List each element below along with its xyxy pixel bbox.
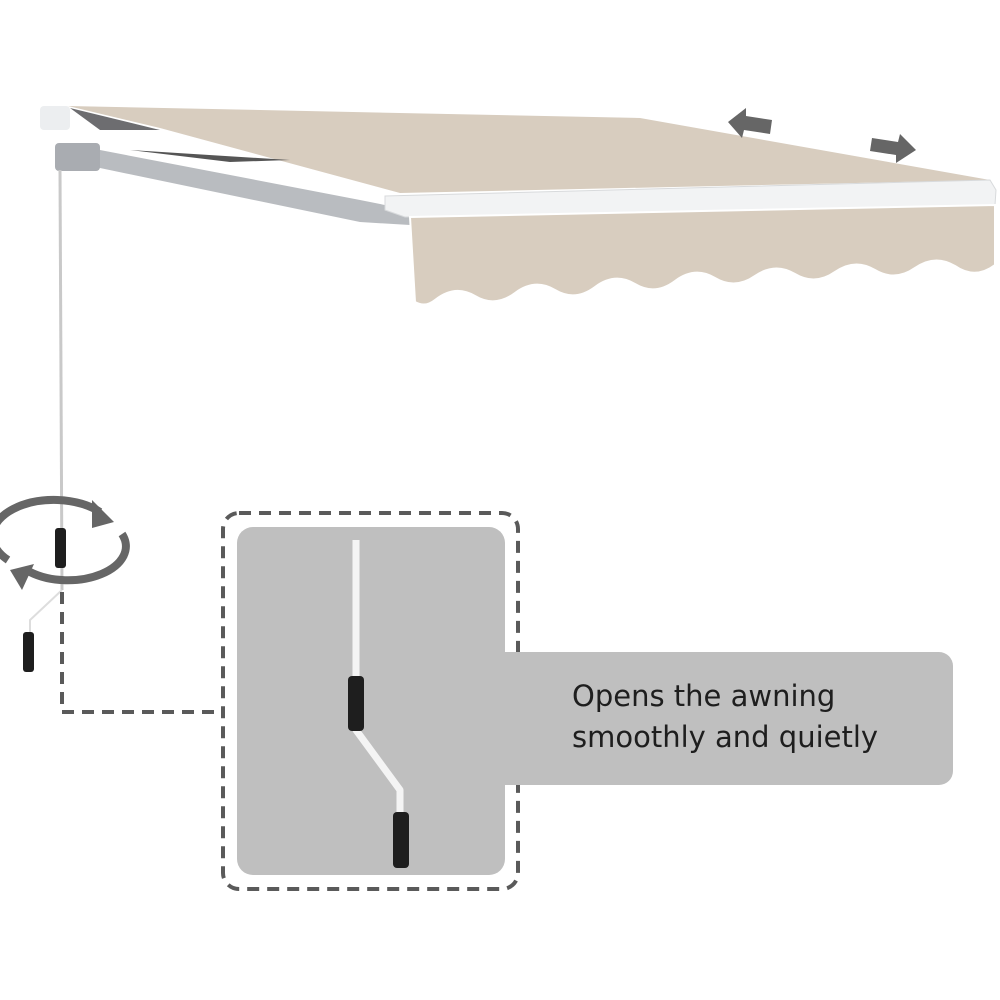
double-arrow-icon [870,134,916,163]
awning-shadow [70,108,160,130]
detail-panel [237,527,505,875]
awning-valance [408,203,996,306]
rotate-arrow-lower [28,531,130,585]
crank-wire [29,589,63,636]
wall-cassette [40,106,70,130]
crank-handle-icon [23,632,34,672]
feature-caption: Opens the awning smoothly and quietly [572,676,878,758]
rotate-arrow-icon [0,495,103,564]
folding-arm [60,150,410,225]
caption-panel [490,652,953,785]
crank-rod [58,169,64,591]
crank-handle-icon [348,676,364,731]
awning-canvas-top [68,106,990,193]
arm-bracket [55,143,100,171]
double-arrow-icon [728,108,772,138]
arrowhead [92,500,114,528]
crank-handle-icon [393,812,409,868]
arm-shadow [130,150,290,162]
caption-line-1: Opens the awning [572,679,836,713]
crank-handle-icon [55,528,66,568]
arrowhead [10,564,34,590]
dashed-connector [60,592,222,714]
detail-frame [221,511,520,891]
caption-line-2: smoothly and quietly [572,720,879,754]
